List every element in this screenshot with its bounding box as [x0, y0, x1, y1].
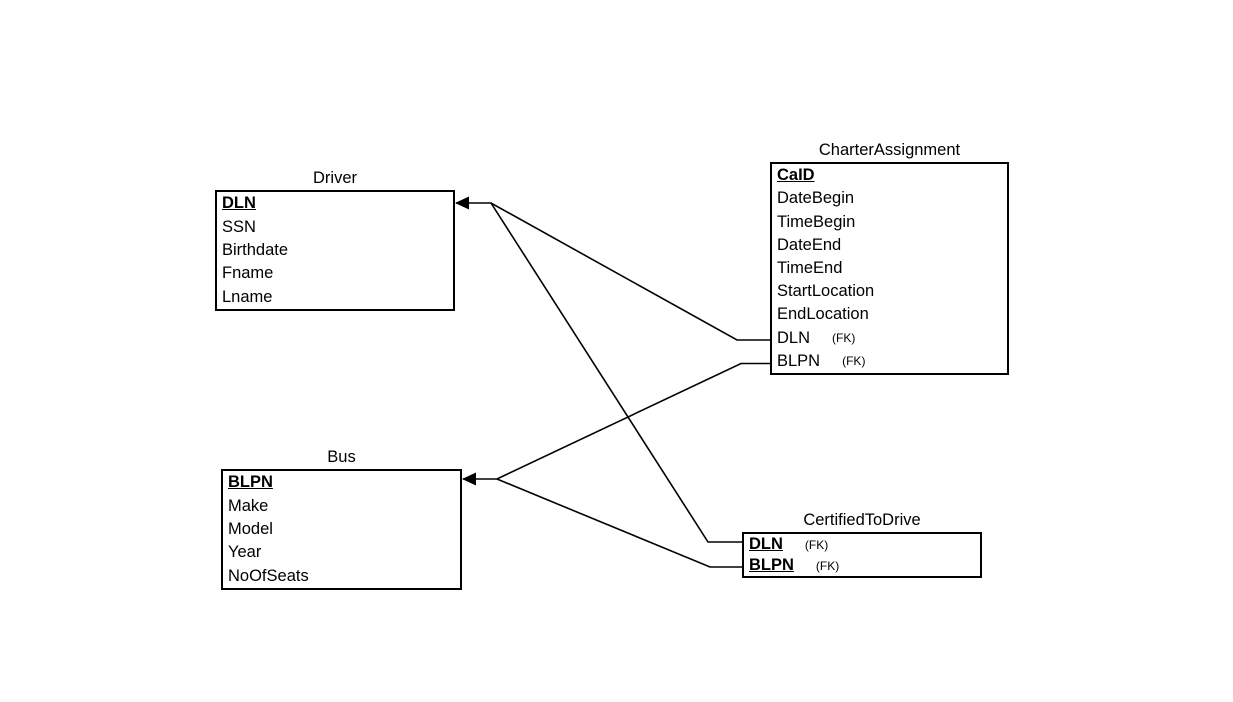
attribute-name: DateBegin: [777, 189, 855, 208]
entity-title-driver: Driver: [313, 169, 357, 188]
attribute-name: Model: [228, 520, 273, 539]
attribute-row: StartLocation: [772, 280, 1007, 303]
attribute-name: DLN: [222, 194, 256, 213]
attribute-name: Birthdate: [222, 241, 289, 260]
attribute-name: BLPN: [777, 351, 821, 370]
fk-label: (FK): [832, 331, 856, 346]
entity-box-driver: DLN SSN Birthdate Fname Lname: [215, 190, 455, 311]
attribute-row: DateBegin: [772, 187, 1007, 210]
attribute-row: BLPN: [223, 471, 460, 494]
entity-title-charterassignment: CharterAssignment: [818, 141, 961, 160]
attribute-name: TimeEnd: [777, 258, 843, 277]
entity-certifiedtodrive: CertifiedToDrive DLN (FK) BLPN (FK): [742, 511, 982, 578]
attribute-row: EndLocation: [772, 303, 1007, 326]
attribute-name: SSN: [222, 217, 256, 236]
relationship-line-bus-certifiedtodrive: [496, 478, 742, 568]
attribute-name: DateEnd: [777, 235, 842, 254]
entity-box-bus: BLPN Make Model Year NoOfSeats: [221, 469, 462, 590]
attribute-row: BLPN (FK): [744, 555, 980, 576]
attribute-name: TimeBegin: [777, 212, 856, 231]
relationship-line-driver-certifiedtodrive: [490, 202, 742, 543]
attribute-row: NoOfSeats: [223, 565, 460, 588]
relationship-line-bus-charterassignment: [463, 362, 770, 480]
entity-title-certifiedtodrive: CertifiedToDrive: [803, 511, 921, 530]
attribute-row: Birthdate: [217, 239, 453, 262]
attribute-row: Year: [223, 541, 460, 564]
attribute-row: TimeEnd: [772, 257, 1007, 280]
attribute-name: EndLocation: [777, 305, 869, 324]
attribute-row: DateEnd: [772, 234, 1007, 257]
attribute-row: Model: [223, 518, 460, 541]
attribute-name: Make: [228, 496, 269, 515]
attribute-name: Year: [228, 543, 262, 562]
attribute-name: BLPN: [228, 473, 273, 492]
attribute-row: Make: [223, 494, 460, 517]
attribute-row: Lname: [217, 286, 453, 309]
attribute-name: BLPN: [749, 556, 794, 574]
entity-box-certifiedtodrive: DLN (FK) BLPN (FK): [742, 532, 982, 578]
attribute-row: BLPN (FK): [772, 350, 1007, 373]
relationship-line-driver-charterassignment: [456, 202, 770, 341]
fk-label: (FK): [842, 354, 866, 369]
arrowhead-icon-bus: [462, 472, 476, 486]
attribute-row: CaID: [772, 164, 1007, 187]
attribute-name: Lname: [222, 287, 273, 306]
fk-label: (FK): [804, 537, 829, 552]
attribute-name: StartLocation: [777, 282, 875, 301]
entity-title-bus: Bus: [327, 448, 356, 467]
attribute-row: SSN: [217, 215, 453, 238]
attribute-name: Fname: [222, 264, 274, 283]
attribute-name: NoOfSeats: [228, 566, 309, 585]
arrowhead-icon-driver: [455, 196, 469, 210]
attribute-name: DLN: [749, 535, 783, 553]
entity-box-charterassignment: CaID DateBegin TimeBegin DateEnd TimeEnd…: [770, 162, 1009, 375]
attribute-row: DLN (FK): [744, 534, 980, 555]
fk-label: (FK): [815, 558, 840, 573]
entity-driver: Driver DLN SSN Birthdate Fname Lname: [215, 169, 455, 311]
attribute-row: DLN (FK): [772, 327, 1007, 350]
attribute-name: DLN: [777, 328, 811, 347]
attribute-name: CaID: [777, 166, 815, 185]
attribute-row: Fname: [217, 262, 453, 285]
entity-charterassignment: CharterAssignment CaID DateBegin TimeBeg…: [770, 141, 1009, 375]
attribute-row: TimeBegin: [772, 210, 1007, 233]
attribute-row: DLN: [217, 192, 453, 215]
entity-bus: Bus BLPN Make Model Year NoOfSeats: [221, 448, 462, 590]
